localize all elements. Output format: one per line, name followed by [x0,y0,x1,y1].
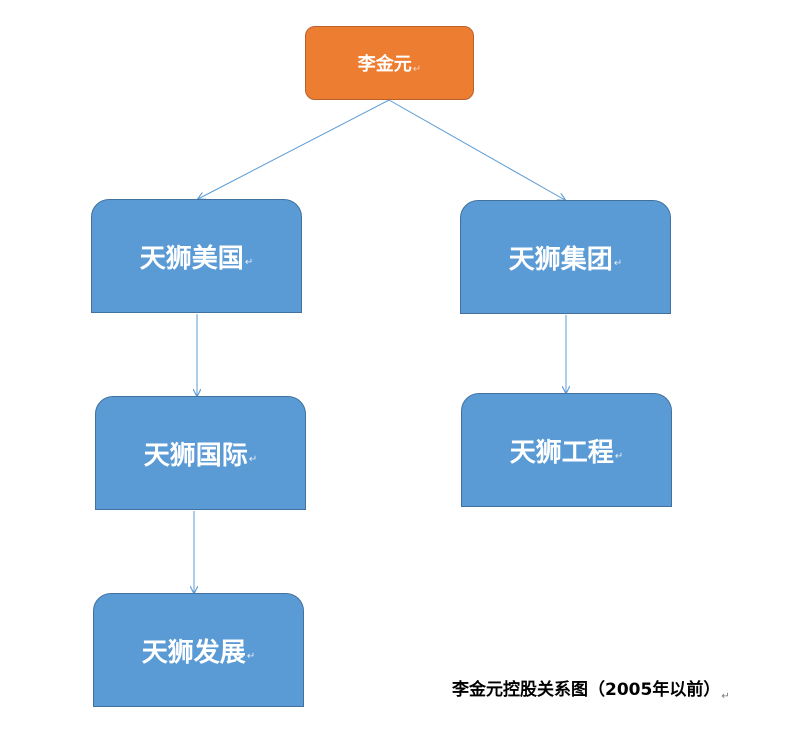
node-tianshi-group: 天狮集团↵ [460,200,671,314]
paragraph-mark-icon: ↵ [248,453,258,465]
edge-root-group [388,99,565,200]
paragraph-mark-icon: ↵ [246,650,256,662]
paragraph-mark-icon: ↵ [613,257,623,269]
paragraph-mark-icon: ↵ [412,63,422,75]
node-tianshi-engineering: 天狮工程↵ [461,393,672,507]
node-tianshi-international: 天狮国际↵ [95,396,306,510]
paragraph-mark-icon: ↵ [614,450,624,462]
node-li-jinyuan: 李金元↵ [305,26,474,100]
node-tianshi-development: 天狮发展↵ [93,593,304,707]
edge-root-us [198,99,390,199]
node-label: 天狮国际 [143,440,248,471]
node-label: 天狮美国 [139,243,244,274]
node-tianshi-usa: 天狮美国↵ [91,199,302,313]
node-label: 天狮发展 [141,637,246,668]
node-label: 李金元 [357,54,412,75]
paragraph-mark-icon: ↵ [721,691,730,702]
paragraph-mark-icon: ↵ [244,256,254,268]
diagram-caption: 李金元控股关系图（2005年以前）↵ [452,675,730,702]
node-label: 天狮工程 [509,437,614,468]
caption-text: 李金元控股关系图（2005年以前） [452,680,721,700]
node-label: 天狮集团 [508,244,613,275]
